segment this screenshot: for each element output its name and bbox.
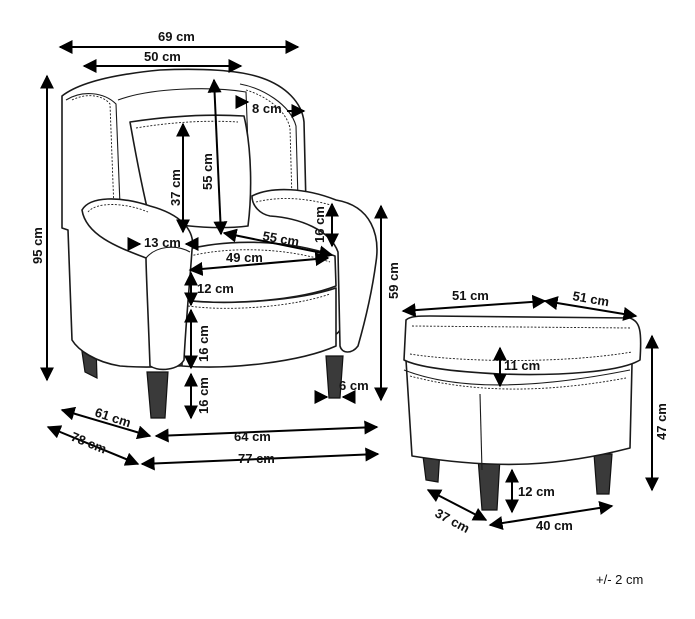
ottoman-leg-front-left (477, 457, 501, 511)
label-armrest-width: 13 cm (144, 235, 181, 250)
label-total-height: 95 cm (30, 227, 45, 264)
label-overall-width: 77 cm (238, 451, 275, 466)
label-seat-depth: 55 cm (261, 228, 300, 249)
label-seat-width: 49 cm (226, 250, 263, 265)
label-armrest-height: 16 cm (312, 206, 327, 243)
label-leg-height: 16 cm (196, 377, 211, 414)
label-ottoman-length: 51 cm (452, 288, 489, 303)
label-seat-base: 16 cm (196, 325, 211, 362)
label-ottoman-cushion: 11 cm (504, 358, 540, 373)
label-leg-width: 6 cm (339, 378, 369, 393)
label-ottoman-base-width: 40 cm (536, 518, 573, 533)
label-wing-depth: 8 cm (252, 101, 282, 116)
label-side-depth-outer: 78 cm (69, 429, 109, 457)
label-armrest-top-height: 59 cm (386, 262, 401, 299)
tolerance-note: +/- 2 cm (596, 572, 643, 587)
label-backrest-width: 50 cm (144, 49, 181, 64)
ottoman-drawing (403, 315, 642, 511)
armchair-leg-front-right (325, 355, 344, 399)
label-side-depth-inner: 61 cm (93, 405, 133, 431)
label-backrest-height: 55 cm (200, 153, 215, 190)
ottoman-base (405, 359, 633, 466)
ottoman-leg-front-right (593, 453, 613, 495)
label-seat-cushion: 12 cm (197, 281, 234, 296)
label-cushion-height: 37 cm (168, 169, 183, 206)
armchair-drawing (61, 68, 378, 419)
label-armchair-width: 69 cm (158, 29, 195, 44)
dimension-lines (40, 40, 659, 530)
armchair-armrest-right (251, 188, 378, 353)
label-ottoman-height: 47 cm (654, 403, 669, 440)
armchair-leg-front-left (146, 371, 169, 419)
label-ottoman-width: 51 cm (571, 288, 610, 309)
label-front-width: 64 cm (234, 429, 271, 444)
label-ottoman-leg-height: 12 cm (518, 484, 555, 499)
